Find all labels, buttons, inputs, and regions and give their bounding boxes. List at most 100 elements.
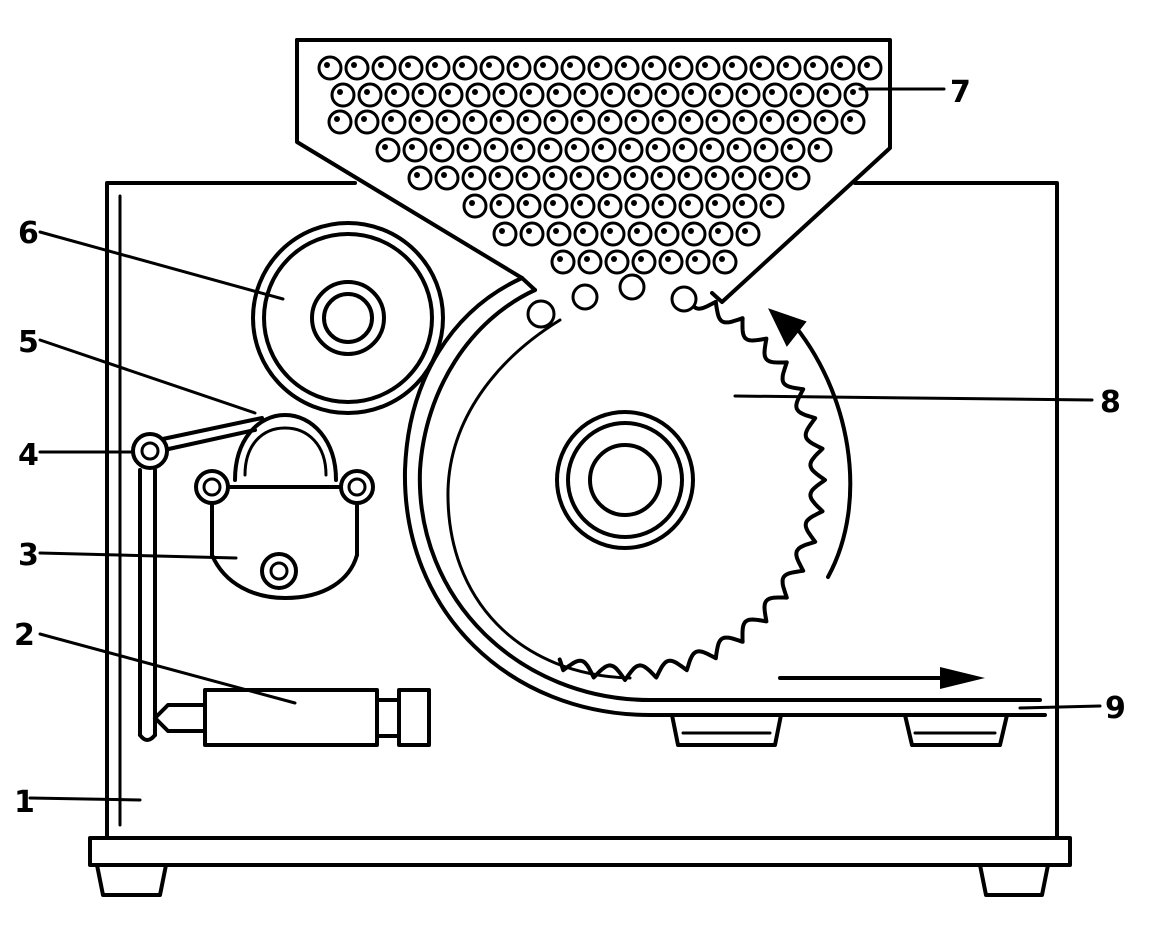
pellet <box>375 137 401 163</box>
pellet-shade <box>783 62 789 68</box>
pellet-shade <box>688 228 694 234</box>
pellet-shade <box>738 172 744 178</box>
pellet <box>537 137 563 163</box>
pellet <box>843 82 869 108</box>
pellet-shade <box>603 172 609 178</box>
pellet <box>479 55 505 81</box>
pellet <box>618 137 644 163</box>
pellet <box>830 55 856 81</box>
flow-arrow <box>778 667 985 689</box>
pellet <box>624 109 650 135</box>
pellet <box>786 109 812 135</box>
pellet <box>596 165 622 191</box>
pellet-shade <box>756 62 762 68</box>
pellet <box>650 165 676 191</box>
pellet <box>384 82 410 108</box>
pellet-shade <box>550 116 556 122</box>
pellet <box>651 109 677 135</box>
pellet-shade <box>499 228 505 234</box>
pellet-shade <box>719 256 725 262</box>
pellet-shade <box>490 144 496 150</box>
pellet-shade <box>679 144 685 150</box>
pellet <box>699 137 725 163</box>
pellet <box>456 137 482 163</box>
pellet <box>465 82 491 108</box>
pellet <box>381 109 407 135</box>
pellet <box>570 109 596 135</box>
housing <box>105 181 1059 840</box>
pellet-shade <box>496 200 502 206</box>
pellet <box>705 193 731 219</box>
pellet <box>573 82 599 108</box>
pellet-shade <box>576 172 582 178</box>
pellet <box>840 109 866 135</box>
label-3: 3 <box>18 538 39 573</box>
pellet <box>726 137 752 163</box>
pellet-shade <box>684 172 690 178</box>
pellet-shade <box>553 228 559 234</box>
base-plate <box>88 836 1072 897</box>
pellet <box>705 109 731 135</box>
bearing-housing <box>210 503 359 600</box>
pellet-shade <box>513 62 519 68</box>
pellet <box>543 109 569 135</box>
pellet <box>749 55 775 81</box>
pellet <box>543 193 569 219</box>
pellet-shade <box>712 200 718 206</box>
pellet-shade <box>557 256 563 262</box>
pellet <box>435 109 461 135</box>
pellet <box>398 55 424 81</box>
pellet <box>704 165 730 191</box>
pellet <box>587 55 613 81</box>
pellet <box>591 137 617 163</box>
pellet-shade <box>793 116 799 122</box>
pellet-shade <box>814 144 820 150</box>
pellet-shade <box>630 172 636 178</box>
pellet-shade <box>409 144 415 150</box>
pellet-shade <box>324 62 330 68</box>
pellet <box>658 249 684 275</box>
pellet-shade <box>445 89 451 95</box>
pellet <box>668 55 694 81</box>
pellet-shade <box>414 172 420 178</box>
pellet-shade <box>378 62 384 68</box>
pellet-shade <box>580 228 586 234</box>
pellet-shade <box>658 200 664 206</box>
pellet-shade <box>469 116 475 122</box>
pellet-shade <box>712 116 718 122</box>
pellet <box>483 137 509 163</box>
pellet <box>597 193 623 219</box>
pellet-shade <box>742 228 748 234</box>
pellet <box>645 137 671 163</box>
pellet <box>516 193 542 219</box>
lever <box>131 432 169 742</box>
pellet <box>344 55 370 81</box>
pellet <box>569 165 595 191</box>
pellet <box>317 55 343 81</box>
pressure-arm <box>153 413 375 505</box>
pellet-shade <box>607 89 613 95</box>
pellet-shade <box>810 62 816 68</box>
pellet <box>758 165 784 191</box>
pellet <box>564 137 590 163</box>
pellet-shade <box>540 62 546 68</box>
pellet <box>695 55 721 81</box>
pellet-shade <box>850 89 856 95</box>
pellet-shade <box>553 89 559 95</box>
pellet <box>678 193 704 219</box>
pellet <box>803 55 829 81</box>
pellet-shade <box>334 116 340 122</box>
pellet <box>550 249 576 275</box>
pellet <box>672 137 698 163</box>
pellet <box>546 221 572 247</box>
pellet-shade <box>517 144 523 150</box>
pellet-shade <box>661 89 667 95</box>
pellet <box>654 221 680 247</box>
pellet <box>327 109 353 135</box>
pellet <box>631 249 657 275</box>
pellet <box>654 82 680 108</box>
pellet <box>789 82 815 108</box>
pellet <box>560 55 586 81</box>
pellet-shade <box>787 144 793 150</box>
pellet <box>519 82 545 108</box>
